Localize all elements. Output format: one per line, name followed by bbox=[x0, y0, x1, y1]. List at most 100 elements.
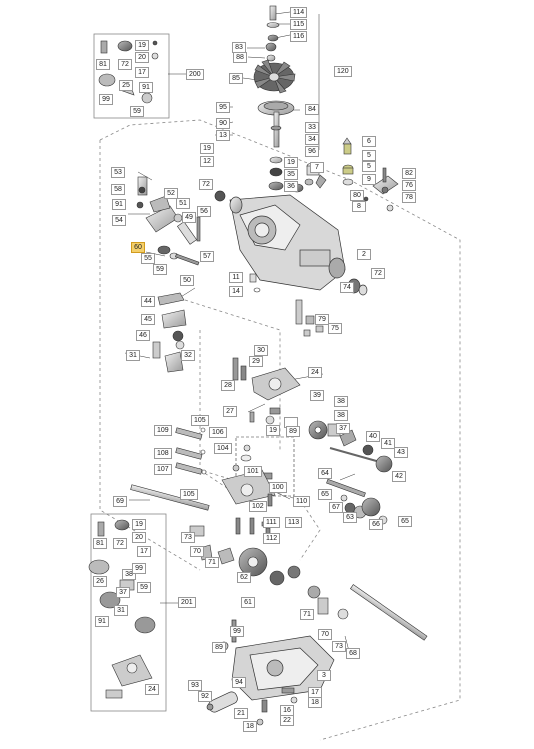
callout-9[interactable]: 9 bbox=[362, 174, 376, 185]
callout-39[interactable]: 39 bbox=[310, 390, 324, 401]
callout-68[interactable]: 68 bbox=[346, 648, 360, 659]
callout-12[interactable]: 12 bbox=[200, 156, 214, 167]
callout-200[interactable]: 200 bbox=[186, 69, 204, 80]
callout-42[interactable]: 42 bbox=[392, 471, 406, 482]
callout-41[interactable]: 41 bbox=[381, 438, 395, 449]
callout-109[interactable]: 109 bbox=[154, 425, 172, 436]
callout-69[interactable]: 69 bbox=[113, 496, 127, 507]
callout-17-top[interactable]: 17 bbox=[135, 67, 149, 78]
callout-114[interactable]: 114 bbox=[290, 7, 308, 18]
callout-95[interactable]: 95 bbox=[216, 102, 230, 113]
callout-6[interactable]: 6 bbox=[362, 136, 376, 147]
callout-110[interactable]: 110 bbox=[293, 496, 311, 507]
callout-115[interactable]: 115 bbox=[290, 19, 308, 30]
callout-8[interactable]: 8 bbox=[352, 201, 366, 212]
callout-81-inset2[interactable]: 81 bbox=[93, 538, 107, 549]
callout-51[interactable]: 51 bbox=[176, 198, 190, 209]
callout-29[interactable]: 29 bbox=[249, 356, 263, 367]
callout-19-top[interactable]: 19 bbox=[200, 143, 214, 154]
callout-14[interactable]: 14 bbox=[229, 286, 243, 297]
callout-3[interactable]: 3 bbox=[317, 670, 331, 681]
callout-72-inset2[interactable]: 72 bbox=[113, 538, 127, 549]
callout-37[interactable]: 37 bbox=[336, 423, 350, 434]
callout-49[interactable]: 49 bbox=[182, 212, 196, 223]
callout-59-top[interactable]: 59 bbox=[130, 106, 144, 117]
callout-33[interactable]: 33 bbox=[305, 122, 319, 133]
callout-72-right[interactable]: 72 bbox=[371, 268, 385, 279]
callout-64[interactable]: 64 bbox=[318, 468, 332, 479]
callout-28[interactable]: 28 bbox=[221, 380, 235, 391]
callout-82[interactable]: 82 bbox=[402, 168, 416, 179]
callout-55[interactable]: 55 bbox=[141, 253, 155, 264]
callout-62[interactable]: 62 bbox=[237, 572, 251, 583]
callout-85[interactable]: 85 bbox=[229, 73, 243, 84]
callout-56[interactable]: 56 bbox=[197, 206, 211, 217]
callout-57[interactable]: 57 bbox=[200, 251, 214, 262]
callout-112[interactable]: 112 bbox=[263, 533, 281, 544]
callout-19-lower[interactable]: 19 bbox=[266, 425, 280, 436]
callout-107[interactable]: 107 bbox=[154, 464, 172, 475]
callout-71-right[interactable]: 71 bbox=[300, 609, 314, 620]
callout-50[interactable]: 50 bbox=[180, 275, 194, 286]
callout-73-left[interactable]: 73 bbox=[181, 532, 195, 543]
callout-65-right[interactable]: 65 bbox=[398, 516, 412, 527]
callout-70-left[interactable]: 70 bbox=[190, 546, 204, 557]
callout-80[interactable]: 80 bbox=[350, 190, 364, 201]
callout-91-inset2[interactable]: 91 bbox=[95, 616, 109, 627]
callout-18-bottom[interactable]: 18 bbox=[243, 721, 257, 732]
callout-90[interactable]: 90 bbox=[216, 118, 230, 129]
callout-65-left[interactable]: 65 bbox=[318, 489, 332, 500]
callout-2[interactable]: 2 bbox=[357, 249, 371, 260]
callout-36[interactable]: 36 bbox=[284, 181, 298, 192]
callout-76[interactable]: 76 bbox=[402, 180, 416, 191]
callout-34[interactable]: 34 bbox=[305, 134, 319, 145]
callout-38-inset2[interactable]: 38 bbox=[122, 569, 136, 580]
callout-100[interactable]: 100 bbox=[269, 482, 287, 493]
callout-43[interactable]: 43 bbox=[394, 447, 408, 458]
callout-19-inset[interactable]: 19 bbox=[135, 40, 149, 51]
callout-32[interactable]: 32 bbox=[181, 350, 195, 361]
callout-72-mid[interactable]: 72 bbox=[199, 179, 213, 190]
callout-67[interactable]: 67 bbox=[329, 502, 343, 513]
callout-7[interactable]: 7 bbox=[310, 162, 324, 173]
callout-91[interactable]: 91 bbox=[112, 199, 126, 210]
callout-89[interactable]: 89 bbox=[286, 426, 300, 437]
callout-93[interactable]: 93 bbox=[188, 680, 202, 691]
callout-72-top[interactable]: 72 bbox=[118, 59, 132, 70]
callout-73-right[interactable]: 73 bbox=[332, 641, 346, 652]
callout-116[interactable]: 116 bbox=[290, 31, 308, 42]
callout-89-lower[interactable]: 89 bbox=[212, 642, 226, 653]
callout-37-inset2[interactable]: 37 bbox=[116, 587, 130, 598]
callout-71-left[interactable]: 71 bbox=[205, 557, 219, 568]
callout-79[interactable]: 79 bbox=[315, 314, 329, 325]
callout-54[interactable]: 54 bbox=[112, 215, 126, 226]
callout-21[interactable]: 21 bbox=[234, 708, 248, 719]
callout-88[interactable]: 88 bbox=[233, 52, 247, 63]
callout-45[interactable]: 45 bbox=[141, 314, 155, 325]
callout-78[interactable]: 78 bbox=[402, 192, 416, 203]
callout-61[interactable]: 61 bbox=[241, 597, 255, 608]
callout-99-lower[interactable]: 99 bbox=[230, 626, 244, 637]
callout-31-inset2[interactable]: 31 bbox=[114, 605, 128, 616]
callout-59-inset2[interactable]: 59 bbox=[137, 582, 151, 593]
callout-106[interactable]: 106 bbox=[209, 427, 227, 438]
callout-19-inset2[interactable]: 19 bbox=[132, 519, 146, 530]
callout-120[interactable]: 120 bbox=[334, 66, 352, 77]
callout-63[interactable]: 63 bbox=[343, 512, 357, 523]
callout-66[interactable]: 66 bbox=[369, 519, 383, 530]
callout-94[interactable]: 94 bbox=[232, 677, 246, 688]
callout-53[interactable]: 53 bbox=[111, 167, 125, 178]
callout-38-b[interactable]: 38 bbox=[334, 410, 348, 421]
callout-22[interactable]: 22 bbox=[280, 715, 294, 726]
callout-104[interactable]: 104 bbox=[214, 443, 232, 454]
callout-91-top[interactable]: 91 bbox=[139, 82, 153, 93]
callout-44[interactable]: 44 bbox=[141, 296, 155, 307]
callout-84[interactable]: 84 bbox=[305, 104, 319, 115]
callout-74[interactable]: 74 bbox=[340, 282, 354, 293]
callout-102[interactable]: 102 bbox=[249, 501, 267, 512]
callout-70-right[interactable]: 70 bbox=[318, 629, 332, 640]
callout-105-bottom[interactable]: 105 bbox=[180, 489, 198, 500]
callout-20-inset2[interactable]: 20 bbox=[132, 532, 146, 543]
callout-40[interactable]: 40 bbox=[366, 431, 380, 442]
callout-60-highlighted[interactable]: 60 bbox=[131, 242, 145, 253]
